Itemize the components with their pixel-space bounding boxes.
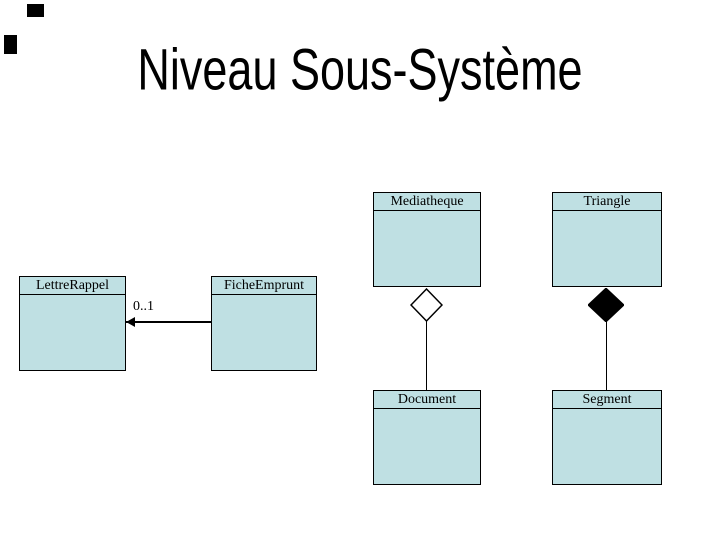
class-title-compartment: Mediatheque (374, 193, 480, 211)
association-line (126, 321, 211, 323)
corner-mark-top (27, 4, 44, 17)
aggregation-diamond-icon (410, 288, 443, 322)
class-name-document: Document (397, 392, 457, 407)
class-body-compartment (212, 295, 316, 371)
class-title-compartment: Segment (553, 391, 661, 409)
composition-line (606, 321, 607, 390)
class-title-compartment: Document (374, 391, 480, 409)
class-box-segment: Segment (552, 390, 662, 485)
class-name-triangle: Triangle (583, 194, 631, 209)
class-name-lettrerappel: LettreRappel (35, 278, 110, 293)
slide-title: Niveau Sous-Système (137, 36, 583, 103)
composition-diamond-icon (588, 288, 624, 322)
corner-mark-left (4, 35, 17, 54)
aggregation-line (426, 321, 427, 390)
class-title-compartment: Triangle (553, 193, 661, 211)
class-box-ficheemprunt: FicheEmprunt (211, 276, 317, 371)
class-name-segment: Segment (582, 392, 632, 407)
class-body-compartment (553, 409, 661, 485)
class-box-mediatheque: Mediatheque (373, 192, 481, 287)
class-name-ficheemprunt: FicheEmprunt (223, 278, 305, 293)
association-arrowhead-icon (126, 317, 135, 327)
class-name-mediatheque: Mediatheque (390, 194, 464, 209)
class-title-compartment: LettreRappel (20, 277, 125, 295)
class-title-compartment: FicheEmprunt (212, 277, 316, 295)
class-box-lettrerappel: LettreRappel (19, 276, 126, 371)
class-body-compartment (20, 295, 125, 371)
class-box-triangle: Triangle (552, 192, 662, 287)
class-body-compartment (374, 211, 480, 287)
class-body-compartment (553, 211, 661, 287)
multiplicity-label: 0..1 (133, 299, 154, 314)
class-body-compartment (374, 409, 480, 485)
class-box-document: Document (373, 390, 481, 485)
